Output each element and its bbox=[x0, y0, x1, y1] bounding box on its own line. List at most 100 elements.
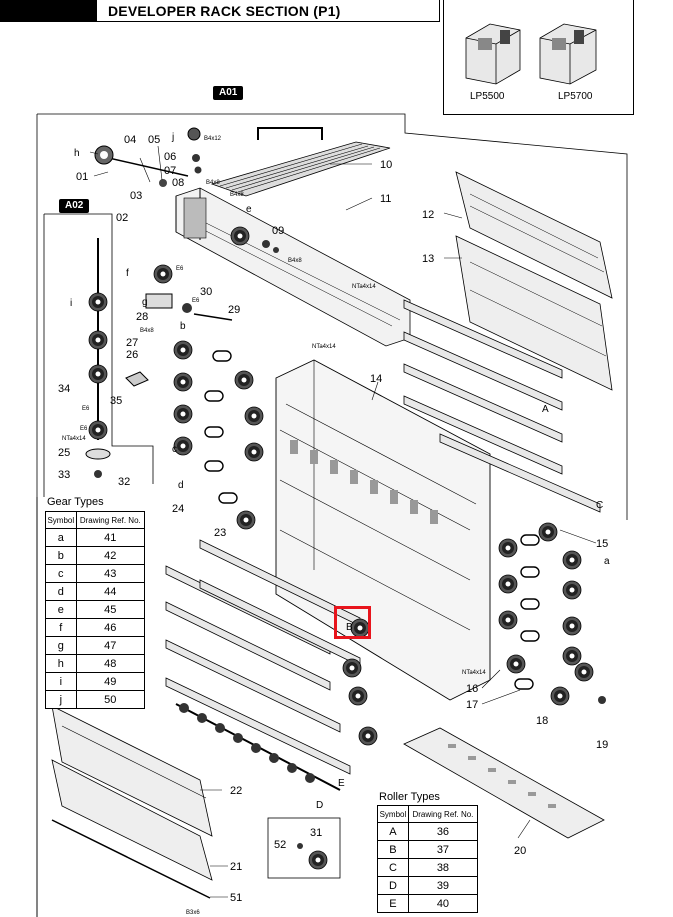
symbol-c: c bbox=[172, 444, 177, 455]
label-14: 14 bbox=[370, 373, 382, 385]
table-cell: A bbox=[377, 822, 409, 841]
label-18: 18 bbox=[536, 715, 548, 727]
label-25: 25 bbox=[58, 447, 70, 459]
screw-e6-3: E6 bbox=[82, 406, 90, 412]
label-02: 02 bbox=[116, 212, 128, 224]
table-cell: 40 bbox=[407, 894, 479, 913]
section-badge-a01: A01 bbox=[213, 86, 244, 100]
label-31: 31 bbox=[310, 827, 322, 839]
label-08: 08 bbox=[172, 177, 184, 189]
label-20: 20 bbox=[514, 845, 526, 857]
highlight-box[interactable] bbox=[334, 606, 371, 639]
table-cell: 37 bbox=[407, 840, 479, 859]
screw-b4x8-2: B4x8 bbox=[230, 192, 244, 198]
table-cell: E bbox=[377, 894, 409, 913]
table-header-row: Symbol Drawing Ref. No. bbox=[377, 805, 479, 823]
table-cell: h bbox=[45, 654, 77, 673]
label-03: 03 bbox=[130, 190, 142, 202]
symbol-j: j bbox=[171, 132, 174, 143]
gear-table-title: Gear Types bbox=[47, 496, 104, 508]
symbol-h: h bbox=[74, 148, 80, 159]
table-cell: 36 bbox=[407, 822, 479, 841]
table-cell: 45 bbox=[75, 600, 146, 619]
label-35: 35 bbox=[110, 395, 122, 407]
printer-thumbnail-lp5700 bbox=[539, 23, 597, 85]
label-07: 07 bbox=[164, 165, 176, 177]
screw-b4x8-3: B4x8 bbox=[288, 258, 302, 264]
label-09: 09 bbox=[272, 225, 284, 237]
roller-table-title: Roller Types bbox=[379, 791, 440, 803]
screw-e6-4: E6 bbox=[80, 426, 88, 432]
side-plate-13 bbox=[455, 235, 613, 391]
label-16: 16 bbox=[466, 683, 478, 695]
table-cell: b bbox=[45, 546, 77, 565]
rollers-right bbox=[403, 299, 601, 513]
label-04: 04 bbox=[124, 134, 136, 146]
label-23: 23 bbox=[214, 527, 226, 539]
table-cell: 47 bbox=[75, 636, 146, 655]
table-header-symbol: Symbol bbox=[377, 805, 409, 823]
label-24: 24 bbox=[172, 503, 184, 515]
label-12: 12 bbox=[422, 209, 434, 221]
title-frame bbox=[97, 0, 440, 22]
title-accent bbox=[0, 0, 97, 22]
table-cell: B bbox=[377, 840, 409, 859]
assembly-outline bbox=[36, 113, 628, 917]
model-label-lp5500: LP5500 bbox=[470, 91, 505, 102]
table-cell: 41 bbox=[75, 528, 146, 547]
table-cell: 48 bbox=[75, 654, 146, 673]
symbol-letters: h j e f g b c d i a A B C D E bbox=[70, 132, 610, 811]
symbol-f: f bbox=[126, 268, 129, 279]
leader-lines bbox=[89, 145, 597, 898]
roller-30 bbox=[175, 703, 341, 791]
drive-shaft-01 bbox=[94, 127, 202, 187]
table-cell: d bbox=[45, 582, 77, 601]
label-21: 21 bbox=[230, 861, 242, 873]
table-header-symbol: Symbol bbox=[45, 511, 77, 529]
label-52: 52 bbox=[274, 839, 286, 851]
table-cell: 46 bbox=[75, 618, 146, 637]
label-34: 34 bbox=[58, 383, 70, 395]
label-17: 17 bbox=[466, 699, 478, 711]
inset-box bbox=[267, 817, 341, 879]
symbol-g: g bbox=[142, 297, 148, 308]
screw-b4x12: B4x12 bbox=[204, 136, 222, 142]
label-51: 51 bbox=[230, 892, 242, 904]
table-cell: a bbox=[45, 528, 77, 547]
model-box bbox=[443, 0, 634, 115]
gear-clusters-right bbox=[498, 522, 606, 706]
symbol-roller-d: D bbox=[316, 800, 323, 811]
label-19: 19 bbox=[596, 739, 608, 751]
screw-nta4x14-2: NTa4x14 bbox=[312, 344, 336, 350]
screw-nta4x14-4: NTa4x14 bbox=[462, 670, 486, 676]
label-30: 30 bbox=[200, 286, 212, 298]
screw-e6-1: E6 bbox=[176, 266, 184, 272]
symbol-roller-b: B bbox=[346, 622, 353, 633]
screw-e6-2: E6 bbox=[192, 298, 200, 304]
symbol-a: a bbox=[604, 556, 610, 567]
printer-thumbnail-lp5500 bbox=[465, 23, 521, 85]
symbol-e: e bbox=[246, 204, 252, 215]
screw-b3x6: B3x6 bbox=[186, 910, 200, 916]
table-cell: 43 bbox=[75, 564, 146, 583]
label-13: 13 bbox=[422, 253, 434, 265]
model-label-lp5700: LP5700 bbox=[558, 91, 593, 102]
gear-shaft-a02 bbox=[85, 238, 149, 478]
label-06: 06 bbox=[164, 151, 176, 163]
rack-frame-02 bbox=[175, 187, 411, 347]
rack-cover-10 bbox=[210, 127, 391, 197]
tray-20 bbox=[403, 727, 605, 839]
table-cell: 42 bbox=[75, 546, 146, 565]
